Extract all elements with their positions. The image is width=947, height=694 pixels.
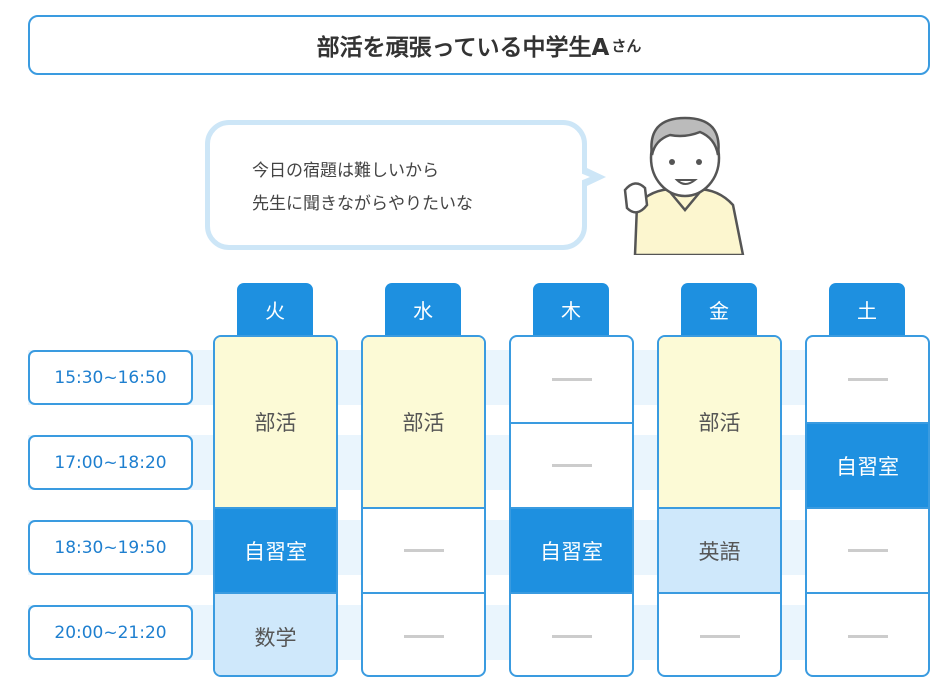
time-slot-label: 20:00~21:20 bbox=[28, 605, 193, 660]
schedule-cell bbox=[807, 592, 928, 675]
cell-text: 自習室 bbox=[540, 539, 603, 564]
day-column: 自習室 bbox=[805, 335, 930, 677]
cell-text: 部活 bbox=[402, 411, 445, 435]
schedule-cell: 自習室 bbox=[807, 422, 928, 507]
cell-text: 数学 bbox=[254, 625, 297, 650]
speech-line-1: 今日の宿題は難しいから bbox=[252, 161, 439, 181]
schedule-cell: 部活 bbox=[215, 337, 336, 507]
schedule-cell bbox=[807, 337, 928, 422]
day-header: 火 bbox=[237, 283, 313, 337]
student-illustration-icon bbox=[623, 116, 745, 255]
schedule-cell bbox=[511, 422, 632, 507]
schedule-cell: 英語 bbox=[659, 507, 780, 592]
speech-line-2: 先生に聞きながらやりたいな bbox=[252, 194, 473, 214]
day-header: 金 bbox=[681, 283, 757, 337]
title-text: 部活を頑張っている中学生A bbox=[316, 35, 610, 61]
cell-text: 自習室 bbox=[836, 454, 899, 479]
empty-dash bbox=[847, 549, 888, 552]
day-header: 水 bbox=[385, 283, 461, 337]
day-column: 部活自習室数学 bbox=[213, 335, 338, 677]
day-header: 木 bbox=[533, 283, 609, 337]
schedule-cell bbox=[363, 592, 484, 675]
time-slot-label: 18:30~19:50 bbox=[28, 520, 193, 575]
schedule-cell bbox=[511, 592, 632, 675]
empty-dash bbox=[403, 635, 444, 638]
time-slot-label: 17:00~18:20 bbox=[28, 435, 193, 490]
schedule-cell: 数学 bbox=[215, 592, 336, 675]
speech-tail-inner bbox=[568, 168, 590, 186]
schedule-cell: 自習室 bbox=[511, 507, 632, 592]
schedule-cell bbox=[659, 592, 780, 675]
empty-dash bbox=[699, 635, 740, 638]
empty-dash bbox=[847, 378, 888, 381]
day-column: 自習室 bbox=[509, 335, 634, 677]
empty-dash bbox=[403, 549, 444, 552]
empty-dash bbox=[551, 464, 592, 467]
time-slot-label: 15:30~16:50 bbox=[28, 350, 193, 405]
schedule-cell bbox=[363, 507, 484, 592]
schedule-cell bbox=[511, 337, 632, 422]
day-header: 土 bbox=[829, 283, 905, 337]
cell-text: 部活 bbox=[254, 411, 297, 435]
speech-bubble: 今日の宿題は難しいから先生に聞きながらやりたいな bbox=[205, 120, 587, 250]
schedule-cell bbox=[807, 507, 928, 592]
day-column: 部活 bbox=[361, 335, 486, 677]
empty-dash bbox=[551, 635, 592, 638]
day-column: 部活英語 bbox=[657, 335, 782, 677]
cell-text: 自習室 bbox=[244, 539, 307, 564]
schedule-cell: 部活 bbox=[659, 337, 780, 507]
empty-dash bbox=[847, 635, 888, 638]
cell-text: 英語 bbox=[698, 539, 741, 564]
empty-dash bbox=[551, 378, 592, 381]
schedule-cell: 自習室 bbox=[215, 507, 336, 592]
cell-text: 部活 bbox=[698, 411, 741, 435]
schedule-cell: 部活 bbox=[363, 337, 484, 507]
title-suffix: さん bbox=[611, 36, 642, 55]
